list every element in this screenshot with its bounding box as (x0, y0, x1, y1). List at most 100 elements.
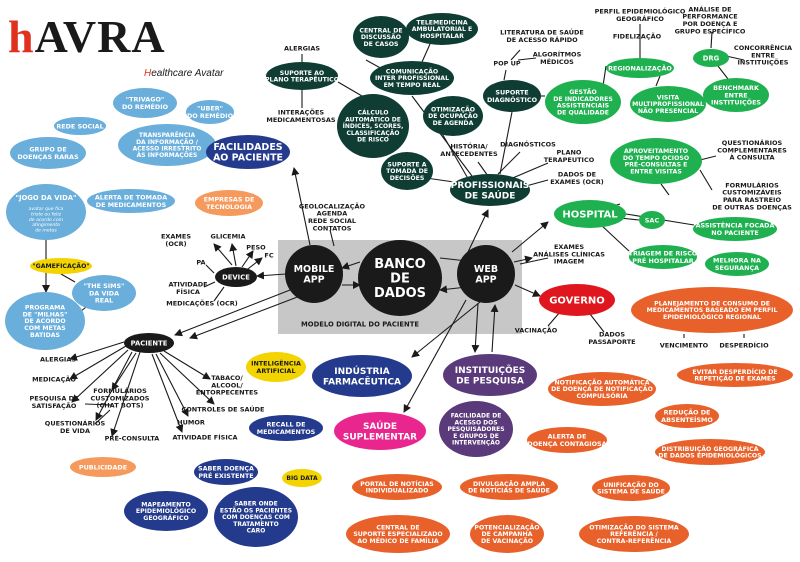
connector-36 (699, 169, 713, 191)
connector-65 (151, 353, 184, 433)
connector-30 (589, 313, 605, 333)
connector-56 (421, 43, 431, 63)
node-medicacoes-ocr: MEDICAÇÕES (OCR) (166, 298, 237, 307)
connector-67 (159, 352, 215, 405)
node-glicemia: GLICEMIA (210, 232, 245, 240)
node-label-vacinacao: VACINAÇÃO (515, 325, 558, 334)
node-gamificacao: "GAMEFICAÇÃO" (30, 258, 92, 274)
node-shape-notificacao (548, 372, 656, 406)
node-jogo-vida: "JOGO DA VIDA" (6, 184, 86, 240)
node-shape-calculo (337, 94, 409, 158)
node-label-hospital: HOSPITAL (562, 210, 618, 221)
connector-15 (174, 289, 291, 337)
node-shape-empresas (195, 190, 263, 216)
node-pre-consulta: PRÉ-CONSULTA (105, 433, 160, 442)
node-shape-alerta-doenca (527, 427, 607, 453)
node-shape-triagem (629, 245, 697, 269)
node-shape-saude-supl (334, 412, 426, 450)
connector-13 (403, 299, 467, 413)
node-diagnosticos: DIAGNÓSTICOS (500, 139, 556, 148)
node-label-pop-up: POP UP (493, 59, 521, 67)
connector-22 (213, 286, 225, 302)
node-label-pre-consulta: PRÉ-CONSULTA (105, 433, 160, 442)
connector-4 (467, 209, 489, 253)
node-shape-web-app (457, 245, 515, 303)
node-label-tabaco: TABACO/ALCOOL/ENTORPECENTES (196, 374, 259, 397)
connector-16 (213, 243, 233, 266)
connector-24 (477, 161, 489, 177)
node-sac: SAC (639, 211, 665, 229)
connector-21 (203, 281, 216, 288)
node-controles: CONTROLES DE SAÚDE (182, 404, 265, 413)
connector-42 (503, 69, 507, 81)
node-shape-mobile-app (285, 245, 343, 303)
node-label-medicacoes-ocr: MEDICAÇÕES (OCR) (166, 298, 237, 307)
node-label-publicidade: PUBLICIDADE (79, 463, 127, 471)
node-label-regionalizacao: REGIONALIZAÇÃO (608, 63, 672, 72)
connector-14 (189, 295, 301, 340)
connector-17 (229, 243, 238, 267)
node-label-alergias: ALERGIAS (40, 355, 76, 363)
connector-7 (513, 255, 533, 264)
node-label-desperdicio: DESPERDÍCIO (719, 340, 769, 349)
node-uber: "UBER"DO REMÉDIO (186, 100, 234, 124)
node-tabaco: TABACO/ALCOOL/ENTORPECENTES (196, 374, 259, 397)
node-shape-jogo-vida (6, 184, 86, 240)
node-peso: PESO (246, 243, 266, 251)
node-label-big-data: BIG DATA (286, 475, 318, 482)
node-label-diagnosticos: DIAGNÓSTICOS (500, 139, 556, 148)
node-shape-evitar (677, 363, 793, 387)
node-shape-reducao (655, 404, 719, 428)
node-shape-otimizacao-sistema (579, 516, 689, 552)
node-label-vencimento: VENCIMENTO (660, 341, 709, 349)
node-shape-suporte-tomada (381, 152, 433, 190)
node-shape-unificacao (592, 475, 670, 501)
node-alergias-top: ALERGIAS (284, 44, 320, 52)
logo-tagline-initial: H (144, 68, 152, 79)
node-medicacao: MEDICAÇÃO (32, 374, 76, 383)
node-shape-uber (186, 100, 234, 124)
connector-33 (599, 223, 631, 253)
